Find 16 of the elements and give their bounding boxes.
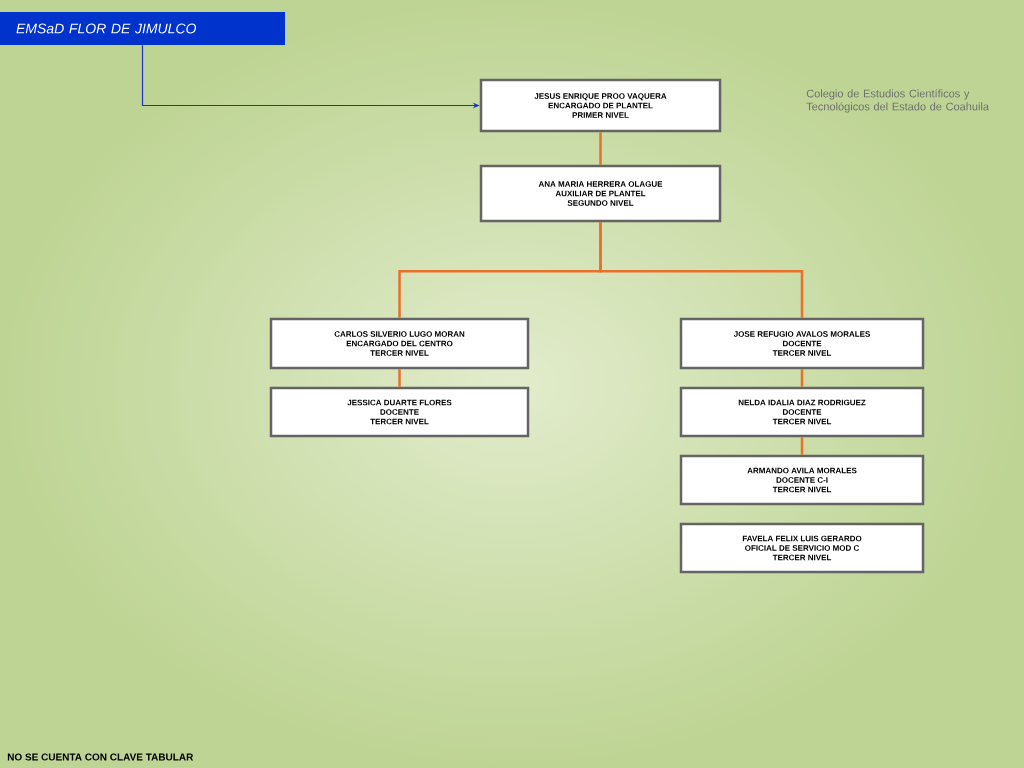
person-box: JOSE REFUGIO AVALOS MORALES DOCENTE TERCER NIVEL [679,317,925,370]
person-box: JESUS ENRIQUE PROO VAQUERA ENCARGADO DE PLANTEL PRIMER NIVEL [479,78,722,133]
connector [599,222,804,318]
footer-note: NO SE CUENTA CON CLAVE TABULAR [7,753,194,761]
connector [800,437,804,455]
person-box: JESSICA DUARTE FLORES DOCENTE TERCER NIVEL [269,386,530,438]
title-box: EMSaD FLOR DE JIMULCO [0,12,285,45]
person-box: FAVELA FELIX LUIS GERARDO OFICIAL DE SERVICIO MOD C TERCER NIVEL [679,522,925,574]
connector [398,369,401,387]
person-box: NELDA IDALIA DIAZ RODRIGUEZ DOCENTE TERCER NIVEL [679,386,925,438]
person-box: CARLOS SILVERIO LUGO MORAN ENCARGADO DEL CENTRO TERCER NIVEL [269,317,530,370]
connector [800,369,804,387]
person-box: ARMANDO AVILA MORALES DOCENTE C-I TERCER NIVEL [679,454,925,506]
connector [599,132,602,165]
person-box: ANA MARIA HERRERA OLAGUE AUXILIAR DE PLANTEL SEGUNDO NIVEL [479,164,722,223]
school-name: Colegio de Estudios Científicos y Tecnológicos del Estado de Coahuila [806,89,989,113]
